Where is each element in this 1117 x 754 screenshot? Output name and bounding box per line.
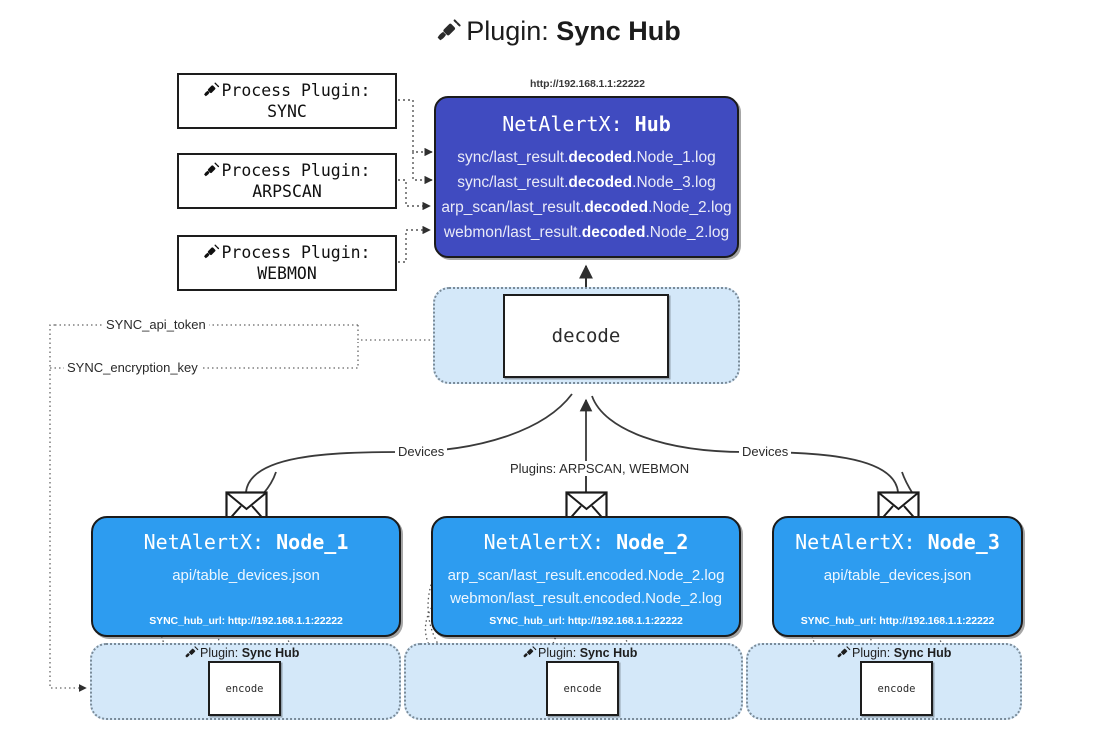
node-title-prefix: NetAlertX: [143,530,265,554]
encode-label: encode [225,682,264,695]
process-plugin-name: SYNC [267,102,307,121]
node-title-prefix: NetAlertX: [483,530,605,554]
hub-title-name: Hub [634,112,671,136]
node-title: NetAlertX: Node_3 [774,530,1021,554]
encode-plugin-lead: Plugin: [852,646,891,660]
plug-icon [523,645,537,662]
hub-log-mid: decoded [581,224,646,242]
hub-log-post: .Node_3.log [632,174,716,192]
node-2[interactable]: NetAlertX: Node_2 arp_scan/last_result.e… [431,516,741,637]
encode-plugin-lead: Plugin: [200,646,239,660]
encode-plugin-tag-1: Plugin: Sync Hub [185,645,299,662]
encode-label: encode [563,682,602,695]
hub-url-label: http://192.168.1.1:22222 [530,78,645,90]
hub-log-row: sync/last_result.decoded.Node_3.log [436,170,737,195]
encode-plugin-name: Sync Hub [893,646,952,660]
node-line-list: api/table_devices.json [93,564,399,587]
node-title-name: Node_2 [616,530,689,554]
node-line-list: api/table_devices.json [774,564,1021,587]
process-plugin-name: WEBMON [257,264,317,283]
process-plugin-label: Process Plugin: [221,81,371,101]
plug-icon [837,645,851,662]
encode-plugin-tag-3: Plugin: Sync Hub [837,645,951,662]
hub-log-row: sync/last_result.decoded.Node_1.log [436,145,737,170]
devices-label-left: Devices [395,444,448,459]
hub-log-pre: sync/last_result. [457,149,569,166]
hub-log-row: webmon/last_result.decoded.Node_2.log [436,220,737,245]
node-line: arp_scan/last_result.encoded.Node_2.log [447,567,725,584]
node-title: NetAlertX: Node_1 [93,530,399,554]
hub-log-post: .Node_2.log [648,199,732,217]
hub-node[interactable]: NetAlertX: Hub sync/last_result.decoded.… [434,96,739,258]
node-line: api/table_devices.json [823,567,972,584]
hub-log-post: .Node_1.log [632,149,716,166]
sync-api-token-label: SYNC_api_token [103,317,209,332]
plug-icon [203,81,220,103]
encode-box-2[interactable]: encode [546,661,619,716]
hub-log-post: .Node_2.log [645,224,730,242]
hub-log-pre: arp_scan/last_result. [441,199,585,217]
encode-box-1[interactable]: encode [208,661,281,716]
sync-encryption-key-label: SYNC_encryption_key [64,360,201,375]
plug-icon [203,161,220,183]
process-plugin-arpscan[interactable]: Process Plugin: ARPSCAN [177,153,397,209]
process-plugin-line1: Process Plugin: [203,243,371,265]
page-title: Plugin: Sync Hub [0,16,1117,50]
hub-title-prefix: NetAlertX: [502,112,623,136]
process-plugin-line1: Process Plugin: [203,161,371,183]
decode-label: decode [551,325,621,347]
plugins-label-center: Plugins: ARPSCAN, WEBMON [507,461,693,476]
decode-box[interactable]: decode [503,294,669,378]
process-plugin-sync[interactable]: Process Plugin: SYNC [177,73,397,129]
hub-log-mid: decoded [568,149,633,166]
node-hub-url: SYNC_hub_url: http://192.168.1.1:22222 [800,615,995,627]
hub-log-list: sync/last_result.decoded.Node_1.log sync… [436,145,737,245]
process-plugin-label: Process Plugin: [221,161,371,181]
encode-plugin-name: Sync Hub [241,646,300,660]
page-title-strong: Sync Hub [556,16,681,46]
hub-log-mid: decoded [568,174,633,192]
encode-plugin-tag-2: Plugin: Sync Hub [523,645,637,662]
node-1[interactable]: NetAlertX: Node_1 api/table_devices.json… [91,516,401,637]
process-plugin-line1: Process Plugin: [203,81,371,103]
process-plugin-label: Process Plugin: [221,243,371,263]
hub-log-row: arp_scan/last_result.decoded.Node_2.log [436,195,737,220]
encode-label: encode [877,682,916,695]
node-title-name: Node_1 [276,530,349,554]
plug-icon [436,17,462,50]
page-title-lead: Plugin: [466,16,549,46]
node-line-list: arp_scan/last_result.encoded.Node_2.log … [433,564,739,611]
process-plugin-name: ARPSCAN [252,182,322,201]
node-title-name: Node_3 [927,530,1000,554]
hub-log-pre: webmon/last_result. [443,224,582,242]
plug-icon [185,645,199,662]
plug-icon [203,243,220,265]
encode-box-3[interactable]: encode [860,661,933,716]
hub-title: NetAlertX: Hub [436,112,737,136]
hub-log-pre: sync/last_result. [457,174,569,192]
encode-plugin-name: Sync Hub [579,646,638,660]
devices-label-right: Devices [739,444,792,459]
node-hub-url: SYNC_hub_url: http://192.168.1.1:22222 [489,615,683,627]
hub-log-mid: decoded [584,199,649,217]
node-line: webmon/last_result.encoded.Node_2.log [450,590,722,608]
node-title-prefix: NetAlertX: [795,530,916,554]
node-line: api/table_devices.json [172,567,320,584]
process-plugin-webmon[interactable]: Process Plugin: WEBMON [177,235,397,291]
node-hub-url: SYNC_hub_url: http://192.168.1.1:22222 [149,615,343,627]
node-title: NetAlertX: Node_2 [433,530,739,554]
node-3[interactable]: NetAlertX: Node_3 api/table_devices.json… [772,516,1023,637]
encode-plugin-lead: Plugin: [538,646,577,660]
